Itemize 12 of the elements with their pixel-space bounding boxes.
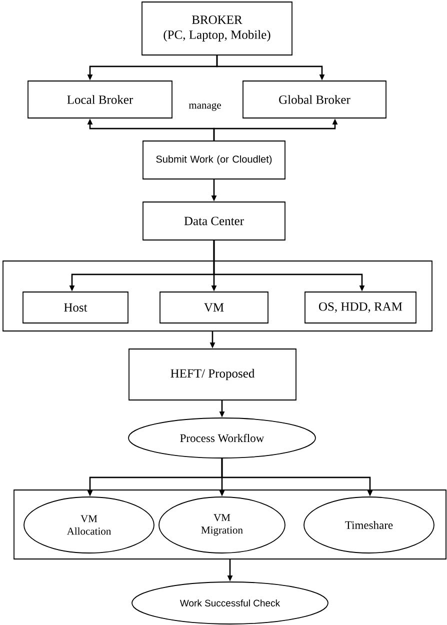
process-box: BROKER (PC, Laptop, Mobile) (142, 2, 292, 56)
container-box (14, 490, 446, 560)
process-box: Global Broker (242, 80, 386, 118)
container-box (2, 260, 432, 332)
process-box: OS, HDD, RAM (304, 292, 416, 324)
process-box: VM (160, 292, 268, 324)
process-box: Host (22, 292, 128, 324)
text-label: manage (188, 103, 221, 111)
process-box: Submit Work (or Cloudlet) (142, 140, 286, 180)
process-box: Data Center (142, 202, 286, 240)
process-box: HEFT/ Proposed (128, 348, 296, 400)
process-box: Local Broker (28, 80, 172, 118)
